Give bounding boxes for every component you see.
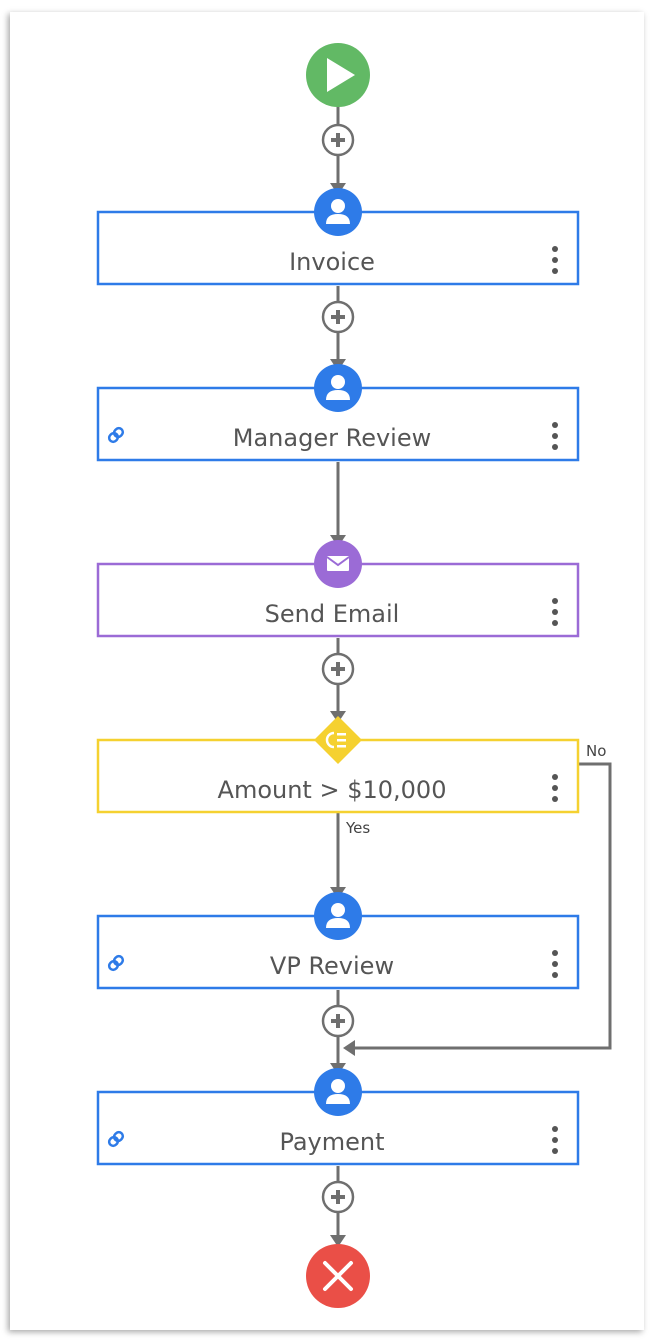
node-label: Manager Review — [233, 424, 431, 452]
user-icon — [314, 188, 362, 236]
arrowhead — [343, 1040, 355, 1056]
user-icon — [314, 892, 362, 940]
link-icon[interactable] — [107, 954, 125, 972]
add-step-button[interactable] — [321, 1004, 355, 1038]
node-label: VP Review — [270, 952, 394, 980]
add-step-button[interactable] — [321, 300, 355, 334]
plus-icon — [331, 1190, 345, 1204]
branch-label-no: No — [586, 742, 606, 760]
node-label: Amount > $10,000 — [218, 776, 447, 804]
add-step-button[interactable] — [321, 123, 355, 157]
start-node[interactable] — [306, 43, 370, 107]
end-node[interactable] — [306, 1244, 370, 1308]
condition-node-amount[interactable]: Amount > $10,000 — [96, 738, 580, 814]
kebab-menu-icon[interactable] — [552, 246, 558, 274]
kebab-menu-icon[interactable] — [552, 1126, 558, 1154]
node-label: Invoice — [289, 248, 375, 276]
node-label: Send Email — [265, 600, 400, 628]
branch-label-yes: Yes — [345, 819, 370, 837]
plus-icon — [331, 133, 345, 147]
condition-icon — [314, 716, 362, 764]
close-icon — [323, 1261, 353, 1291]
add-step-button[interactable] — [321, 1180, 355, 1214]
arrowhead — [330, 1235, 346, 1247]
kebab-menu-icon[interactable] — [552, 422, 558, 450]
user-icon — [314, 1068, 362, 1116]
link-icon[interactable] — [107, 426, 125, 444]
connector-condition-no — [352, 762, 612, 1050]
plus-icon — [331, 662, 345, 676]
node-label: Payment — [279, 1128, 384, 1156]
kebab-menu-icon[interactable] — [552, 774, 558, 802]
task-node-payment[interactable]: Payment — [96, 1090, 580, 1166]
plus-icon — [331, 1014, 345, 1028]
add-step-button[interactable] — [321, 652, 355, 686]
play-icon — [327, 58, 355, 92]
plus-icon — [331, 310, 345, 324]
kebab-menu-icon[interactable] — [552, 950, 558, 978]
user-icon — [314, 364, 362, 412]
link-icon[interactable] — [107, 1130, 125, 1148]
envelope-icon — [314, 540, 362, 588]
kebab-menu-icon[interactable] — [552, 598, 558, 626]
